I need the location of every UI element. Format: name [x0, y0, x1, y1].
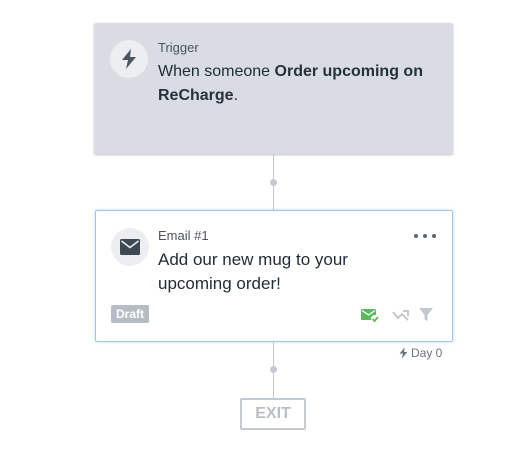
delay-label: Day 0	[399, 346, 442, 360]
connector-dot-bottom	[270, 366, 277, 373]
envelope-icon	[120, 239, 140, 255]
email-label: Email #1	[158, 228, 209, 243]
trigger-text-prefix: When someone	[158, 63, 275, 80]
email-subject: Add our new mug to your upcoming order!	[158, 250, 348, 293]
more-horizontal-icon	[414, 234, 418, 238]
trigger-card[interactable]: Trigger When someone Order upcoming on R…	[94, 23, 453, 154]
connector-dot-top	[270, 179, 277, 186]
filter-button[interactable]	[416, 305, 436, 325]
smart-sending-button[interactable]	[360, 305, 380, 325]
lightning-bolt-icon	[122, 49, 136, 69]
trigger-label: Trigger	[158, 40, 199, 55]
lightning-bolt-icon	[399, 347, 408, 359]
envelope-check-icon	[361, 309, 379, 323]
trigger-event-name: Order upcoming on ReCharge	[158, 63, 423, 104]
status-badge: Draft	[111, 305, 150, 323]
trigger-icon-circle	[110, 40, 148, 78]
email-icon-circle	[111, 228, 149, 266]
ab-test-button[interactable]	[391, 305, 411, 325]
more-options-button[interactable]	[414, 229, 436, 243]
exit-node: EXIT	[240, 398, 306, 430]
trigger-description: When someone Order upcoming on ReCharge.	[158, 60, 438, 108]
email-card[interactable]: Email #1 Add our new mug to your upcomin…	[95, 210, 453, 342]
delay-text: Day 0	[411, 346, 443, 360]
split-icon	[392, 310, 409, 321]
trigger-text-suffix: .	[233, 87, 239, 104]
filter-icon	[419, 308, 433, 321]
